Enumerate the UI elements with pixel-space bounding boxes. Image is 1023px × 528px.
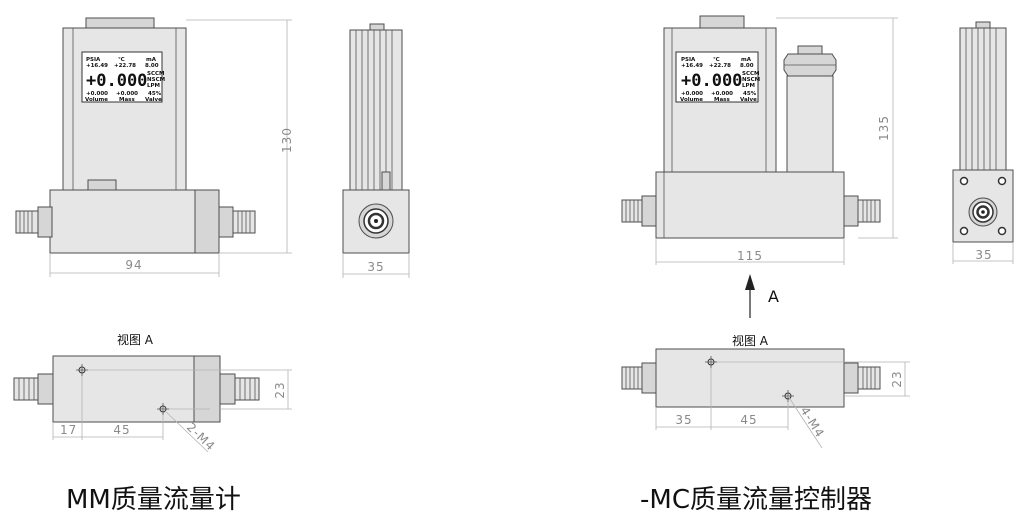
- mc-lcd-top-value-1: +16.49: [681, 63, 703, 69]
- mm-lcd-unit-2: NSCM: [147, 77, 165, 83]
- mm-caption: MM质量流量计: [66, 485, 241, 515]
- mc-height-dimension: 135: [776, 17, 898, 239]
- mc-lcd-bottom-label-3: Valve: [740, 97, 757, 103]
- mc-view-a: [621, 348, 910, 408]
- mm-view-dim-45: 45: [113, 423, 130, 437]
- mc-height-label: 135: [877, 115, 891, 141]
- mm-side-width-label: 35: [367, 260, 384, 274]
- mc-view-hole-label: 4-M4: [797, 404, 827, 440]
- mc-view-dim-45: 45: [740, 413, 757, 427]
- mm-lcd-top-label-2: ℃: [118, 56, 125, 63]
- mc-lcd-bottom-value-2: +0.000: [711, 91, 733, 97]
- mc-lcd-top-value-2: +22.78: [709, 63, 731, 69]
- mc-side-width-dimension: 35: [952, 242, 1014, 264]
- mc-lcd-top-label-3: mA: [741, 57, 752, 63]
- mc-width-label: 115: [737, 249, 763, 263]
- mm-view-hole-label: 2-M4: [184, 420, 218, 454]
- mm-lcd-unit-3: LPM: [147, 83, 160, 89]
- mm-front-view: PSIA ℃ mA +16.49 +22.78 8.00 SCCM NSCM L…: [15, 17, 256, 254]
- mm-lcd-bottom-label-2: Mass: [119, 97, 135, 103]
- mm-view-dim-23: 23: [273, 381, 287, 398]
- mm-lcd-bottom-label-3: Valve: [145, 97, 162, 103]
- mm-view-dim-17: 17: [60, 423, 77, 437]
- mm-lcd-main-reading: +0.000: [86, 71, 147, 91]
- mm-view-a: [13, 355, 292, 423]
- mm-lcd-top-value-2: +22.78: [114, 63, 136, 69]
- mc-lcd-unit-1: SCCM: [742, 71, 760, 77]
- mm-lcd-unit-1: SCCM: [147, 71, 165, 77]
- mm-view-a-title: 视图 A: [117, 332, 154, 347]
- mc-lcd-top-label-2: ℃: [713, 56, 720, 63]
- mc-lcd-bottom-value-3: 45%: [743, 91, 757, 97]
- view-a-arrow: A: [745, 274, 779, 318]
- mc-side-width-label: 35: [975, 248, 992, 262]
- mc-caption: -MC质量流量控制器: [640, 485, 872, 515]
- mc-lcd-main-reading: +0.000: [681, 71, 742, 91]
- mc-width-dimension: 115: [655, 238, 845, 265]
- mm-height-label: 130: [280, 127, 294, 153]
- view-a-arrow-label: A: [768, 287, 779, 306]
- mc-lcd-unit-2: NSCM: [742, 77, 760, 83]
- mm-lcd-bottom-value-2: +0.000: [116, 91, 138, 97]
- mc-view-dim-35: 35: [675, 413, 692, 427]
- mc-side-view: [952, 21, 1014, 243]
- mm-width-dimension: 94: [49, 253, 220, 277]
- mm-lcd-screen: [81, 51, 163, 103]
- mc-lcd-unit-3: LPM: [742, 83, 755, 89]
- mc-view-dim-23: 23: [890, 370, 904, 387]
- mc-lcd-top-value-3: 8.00: [740, 63, 754, 69]
- mc-front-view: PSIA ℃ mA +16.49 +22.78 8.00 SCCM NSCM L…: [621, 15, 881, 239]
- mc-lcd-bottom-label-1: Volume: [680, 97, 703, 103]
- mm-lcd-top-label-1: PSIA: [86, 57, 101, 63]
- mc-lcd-bottom-label-2: Mass: [714, 97, 730, 103]
- mm-side-view: [342, 23, 410, 254]
- mc-lcd-screen: [675, 51, 759, 103]
- mm-width-label: 94: [125, 258, 142, 272]
- mm-lcd-top-value-3: 8.00: [145, 63, 159, 69]
- mm-lcd-top-label-3: mA: [146, 57, 157, 63]
- mm-lcd-bottom-value-1: +0.000: [86, 91, 108, 97]
- mm-lcd-top-value-1: +16.49: [86, 63, 108, 69]
- mm-side-width-dimension: 35: [342, 253, 410, 278]
- mc-lcd-bottom-value-1: +0.000: [681, 91, 703, 97]
- mc-lcd-top-label-1: PSIA: [681, 57, 696, 63]
- mc-view-a-title: 视图 A: [732, 333, 769, 348]
- mm-lcd-bottom-label-1: Volume: [85, 97, 108, 103]
- mm-lcd-bottom-value-3: 45%: [148, 91, 162, 97]
- mm-height-dimension: 130: [186, 19, 294, 254]
